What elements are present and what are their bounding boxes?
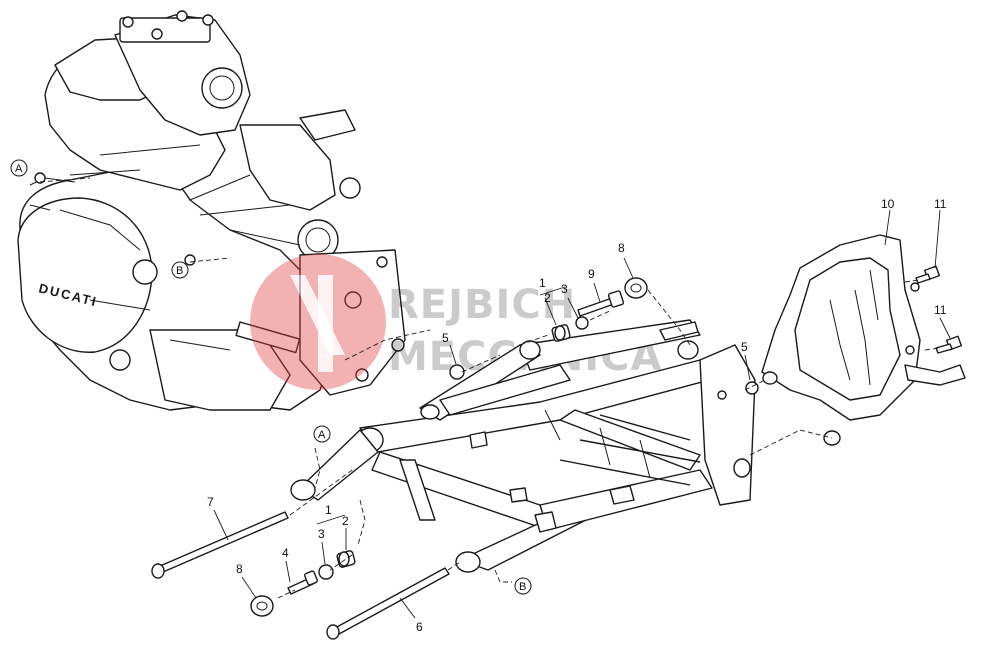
spacer-2-upper: [551, 324, 571, 342]
assembly-guide-lines: [39, 177, 941, 599]
svg-text:B: B: [519, 581, 526, 593]
callout-9: 9: [588, 267, 595, 281]
callout-10: 10: [881, 197, 895, 211]
svg-text:A: A: [15, 163, 23, 175]
reference-markers: A B A B: [10, 159, 532, 595]
reference-marker-a-frame: A: [313, 425, 331, 443]
callout-labels: 10 11 11 8 9 1 2 3 5 5 7 1 3 2 4 8 6: [207, 197, 947, 634]
bolt-11-upper: [915, 265, 941, 284]
callout-8-upper: 8: [618, 241, 625, 255]
callout-6: 6: [416, 620, 423, 634]
headlight-bracket: [761, 234, 966, 446]
reference-marker-a-engine: A: [10, 159, 28, 177]
nut-5-left: [449, 364, 465, 380]
leader-lines: [213, 209, 951, 619]
callout-7: 7: [207, 495, 214, 509]
reference-marker-b-engine: B: [171, 261, 189, 279]
spacer-2-lower: [336, 550, 356, 568]
svg-text:A: A: [318, 429, 326, 441]
callout-2-upper: 2: [544, 291, 551, 305]
callout-3-lower: 3: [318, 527, 325, 541]
callout-1-lower: 1: [325, 503, 332, 517]
washer-3-upper: [575, 316, 589, 330]
washer-3-lower: [318, 564, 334, 580]
callout-8-lower: 8: [236, 562, 243, 576]
callout-2-lower: 2: [342, 514, 349, 528]
callout-4: 4: [282, 546, 289, 560]
bushing-8-lower: [250, 595, 274, 617]
bolt-11-lower: [935, 335, 963, 354]
watermark-line1: REJBICH: [388, 282, 576, 328]
callout-1-upper: 1: [539, 276, 546, 290]
callout-11-upper: 11: [934, 197, 947, 211]
bolt-6: [326, 567, 450, 640]
callout-5-left: 5: [442, 331, 449, 345]
callout-11-lower: 11: [934, 303, 947, 317]
engine-assembly: DUCATI: [17, 10, 406, 411]
svg-text:B: B: [176, 265, 183, 277]
nut-5-right: [745, 381, 759, 395]
bolt-4: [287, 570, 318, 595]
callout-3-upper: 3: [561, 282, 568, 296]
bolt-7: [151, 511, 289, 579]
trellis-frame: [290, 319, 756, 573]
callout-5-right: 5: [741, 340, 748, 354]
bolt-9: [577, 290, 625, 317]
bushing-8-upper: [624, 277, 648, 299]
reference-marker-b-frame: B: [514, 577, 532, 595]
